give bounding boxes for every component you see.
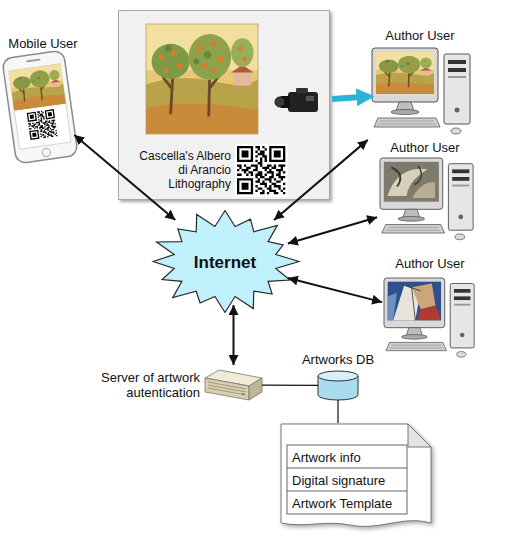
node-label: Author User <box>375 256 485 271</box>
screen-shape <box>388 293 397 321</box>
node-label: Mobile User <box>0 36 86 51</box>
camera-viewfinder <box>306 96 314 101</box>
capture-arrow <box>332 97 369 99</box>
server-side <box>249 378 262 400</box>
artworks-database: Artworks DB <box>296 352 380 402</box>
mobile-user: Mobile User <box>0 34 86 160</box>
node-label: Server of artwork autentication <box>60 370 200 400</box>
computer-body <box>372 48 470 134</box>
node-label: Artwork Template <box>292 496 402 511</box>
computer-body <box>380 158 473 240</box>
node-label: Author User <box>370 140 480 155</box>
network-arrow <box>74 135 175 220</box>
painting <box>146 24 258 134</box>
server-led <box>242 393 244 395</box>
node-figure <box>205 368 262 402</box>
network-arrow <box>288 217 377 243</box>
artwork-qr-code <box>235 144 288 197</box>
authentication-server: Server of artwork autentication <box>60 362 265 408</box>
author-computer <box>380 158 473 240</box>
server-symbol <box>205 370 262 400</box>
node-label: Digital signature <box>292 473 402 488</box>
phone-qr-code <box>25 108 59 142</box>
artwork-record: Artwork infoDigital signatureArtwork Tem… <box>280 423 432 533</box>
node-label: Artworks DB <box>296 352 380 367</box>
node-label: Cascella's Albero di Arancio Lithography <box>127 149 231 191</box>
server-slots <box>208 382 246 395</box>
screen-shape <box>412 284 436 310</box>
node-label: Internet <box>150 253 300 273</box>
server-top <box>205 370 262 386</box>
node-figure <box>380 160 475 245</box>
phone-screen <box>9 64 71 149</box>
document-sheet <box>281 424 431 526</box>
screen-artwork <box>384 162 439 202</box>
author-computer <box>384 278 474 357</box>
smartphone <box>2 50 78 164</box>
screen-shape <box>412 182 435 198</box>
network-arrow <box>274 140 368 220</box>
screen-painting <box>376 52 434 94</box>
node-figure <box>370 48 475 138</box>
node-figure <box>385 278 480 352</box>
computer-body <box>384 278 474 357</box>
camera-body <box>288 92 318 112</box>
camera-top <box>296 88 308 93</box>
phone-body <box>2 50 78 164</box>
author-user: Author User <box>360 26 480 140</box>
node-figure <box>8 54 72 158</box>
screen-shape <box>417 306 441 321</box>
network-arrow <box>288 278 382 302</box>
author-user: Author User <box>375 254 485 354</box>
phone-button <box>42 148 51 157</box>
camera-symbol <box>275 88 318 112</box>
server-front <box>205 378 249 400</box>
record-row-line <box>287 468 407 491</box>
screen-shape <box>391 168 400 187</box>
author-user: Author User <box>370 138 480 246</box>
data-link <box>262 385 318 386</box>
node-label: Artwork info <box>292 450 402 465</box>
database-top <box>318 371 358 381</box>
phone-painting <box>9 64 66 111</box>
screen-shape <box>414 166 421 185</box>
screen-artwork <box>388 282 441 321</box>
record-table <box>287 445 407 514</box>
author-computer <box>372 48 470 134</box>
document-fold <box>408 424 431 447</box>
painting-frame <box>146 24 258 134</box>
phone-speaker <box>26 58 40 62</box>
screen-shape <box>404 285 421 320</box>
screen-shape <box>393 285 421 320</box>
node-figure <box>318 371 358 400</box>
data-link <box>337 400 338 423</box>
camera-lens <box>280 96 290 108</box>
node-label: Author User <box>360 28 480 43</box>
camera-lens-glass <box>275 97 285 107</box>
internet-cloud: Internet <box>150 210 300 315</box>
artwork-card: Cascella's Albero di Arancio Lithography <box>118 10 330 200</box>
screen-shape <box>388 169 428 196</box>
network-arrow <box>233 305 235 365</box>
